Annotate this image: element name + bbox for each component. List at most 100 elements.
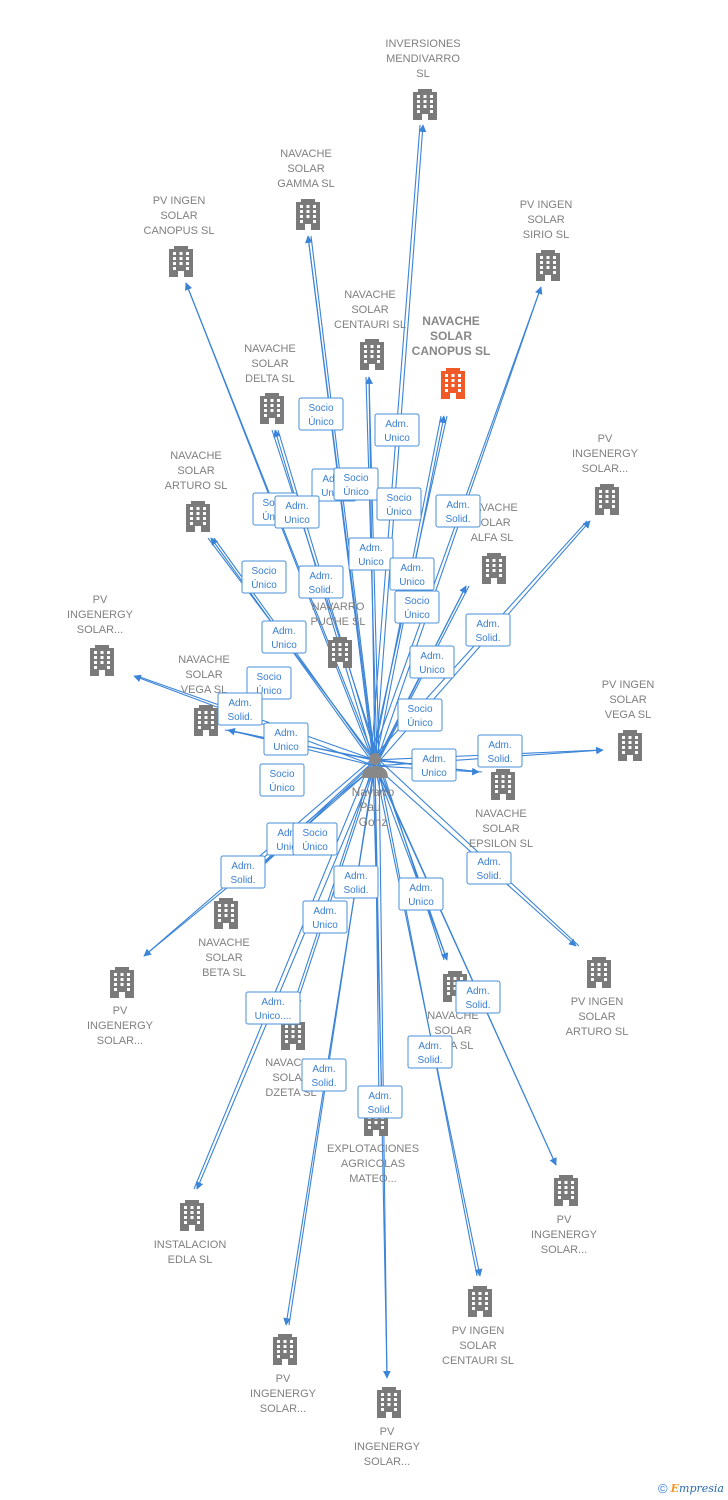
- relation-badge-explotaciones[interactable]: Adm.Solid.: [333, 865, 379, 899]
- relation-badge-pv-centauri[interactable]: Adm.Solid.: [301, 1058, 347, 1092]
- relation-label-line: Único: [308, 415, 334, 428]
- company-node-pv-ingenergy-2[interactable]: PVINGENERGYSOLAR...: [67, 594, 134, 676]
- company-label-line: SOLAR: [272, 1072, 309, 1084]
- relation-badge-nav-vega[interactable]: Adm.Unico: [263, 722, 309, 756]
- company-label-line: PV INGEN: [153, 195, 206, 207]
- footer-brand[interactable]: © Empresia: [658, 1481, 724, 1496]
- company-node-pv-ingenergy-5[interactable]: PVINGENERGYSOLAR...: [250, 1334, 317, 1415]
- relation-badge-pv-ingenergy-1[interactable]: Adm.Solid.: [298, 565, 344, 599]
- relation-badge-pv-ingenergy-6[interactable]: Adm.Solid.: [357, 1085, 403, 1119]
- relation-badge-nav-delta[interactable]: Adm.Unico: [274, 495, 320, 529]
- relation-label-line: Adm.: [261, 997, 284, 1008]
- relation-label-line: Unico: [358, 557, 384, 568]
- relation-badge-pv-ingenergy-4[interactable]: Adm.Solid.: [455, 980, 501, 1014]
- relation-line: [372, 759, 383, 1107]
- relation-badge-nav-centauri[interactable]: Adm. Unico: [348, 537, 394, 571]
- relation-label-line: Solid.: [227, 712, 252, 723]
- company-label-line: SOLAR: [609, 694, 646, 706]
- relation-badge-nav-alfa[interactable]: Adm.Unico: [409, 645, 455, 679]
- company-node-pv-ingenergy-3[interactable]: PVINGENERGYSOLAR...: [87, 967, 154, 1047]
- relation-label-line: Adm.: [359, 543, 382, 554]
- relation-badge-nav-iota[interactable]: Adm.Unico: [398, 877, 444, 911]
- company-label-line: SOLAR...: [364, 1456, 410, 1468]
- relation-label-line: Adm.: [476, 619, 499, 630]
- relation-line: [372, 759, 557, 1166]
- relation-label-line: Adm.: [409, 883, 432, 894]
- company-label-line: SOLAR: [351, 304, 388, 316]
- building-icon: [186, 501, 210, 532]
- relation-label-line: Adm.: [277, 828, 300, 839]
- relation-label-line: Unico: [276, 842, 302, 853]
- relation-label-line: Adm.: [312, 1064, 335, 1075]
- relation-badge-pv-canopus[interactable]: Adm.Solid.: [435, 494, 481, 528]
- relation-label-line: Único: [269, 781, 295, 794]
- relation-label-line: Socio: [343, 473, 368, 484]
- company-label-line: NAVACHE: [422, 314, 480, 328]
- relation-label-line: Único: [407, 716, 433, 729]
- relation-badge-pv-ingenergy-3[interactable]: Adm.Solid.: [220, 855, 266, 889]
- relation-label-line: Solid.: [465, 1000, 490, 1011]
- relation-label-line: Socio: [256, 672, 281, 683]
- relation-label-line: Único: [343, 485, 369, 498]
- relation-label-line: Unico: [384, 433, 410, 444]
- relation-badge-instalacion-edla[interactable]: Adm.Unico....: [245, 991, 301, 1025]
- relation-line: [376, 759, 478, 1277]
- relation-badge-pv-sirio[interactable]: Adm.Solid.: [465, 613, 511, 647]
- company-label-line: SOLAR: [287, 163, 324, 175]
- company-label-line: SOLAR: [160, 210, 197, 222]
- relation-label-line: Solid.: [487, 754, 512, 765]
- person-icon-body: [362, 766, 388, 778]
- relation-badge-nav-arturo[interactable]: Adm.Unico: [261, 620, 307, 654]
- building-icon: [296, 199, 320, 230]
- relation-badge-pv-ingenergy-5[interactable]: Adm.Solid.: [407, 1035, 453, 1069]
- company-label-line: PV INGEN: [602, 679, 655, 691]
- company-label-line: PV INGEN: [520, 199, 573, 211]
- company-node-pv-ingenergy-4[interactable]: PVINGENERGYSOLAR...: [531, 1175, 598, 1256]
- relation-label-line: Adm.: [400, 563, 423, 574]
- company-label-line: INSTALACION: [154, 1239, 227, 1251]
- relation-label-line: Adm.: [385, 419, 408, 430]
- relation-badge-inv-mendivarro[interactable]: Adm. Unico: [374, 413, 420, 447]
- relation-badge-nav-canopus[interactable]: Adm.Unico: [389, 557, 435, 591]
- relation-badge-pv-arturo[interactable]: Adm.Solid.: [466, 851, 512, 885]
- relation-badge-pv-vega[interactable]: Adm.Solid.: [477, 734, 523, 768]
- relation-badge-nav-dzeta[interactable]: Adm.Unico: [302, 900, 348, 934]
- company-label-line: PV: [557, 1214, 572, 1226]
- relation-label-line: Solid.: [230, 875, 255, 886]
- relation-badge-nav-epsilon[interactable]: Adm.Unico: [411, 748, 457, 782]
- relation-label-line: Unico: [312, 920, 338, 931]
- company-label-line: DELTA SL: [245, 373, 295, 385]
- building-icon: [482, 553, 506, 584]
- company-label-line: NAVACHE: [244, 343, 296, 355]
- company-node-pv-ingenergy-1[interactable]: PVINGENERGYSOLAR...: [572, 433, 639, 515]
- relation-badge-pv-ingenergy-2[interactable]: Adm.Solid.: [217, 692, 263, 726]
- company-node-pv-ingenergy-6[interactable]: PVINGENERGYSOLAR...: [354, 1387, 421, 1468]
- company-node-explotaciones[interactable]: EXPLOTACIONESAGRICOLASMATEO...: [327, 1105, 419, 1185]
